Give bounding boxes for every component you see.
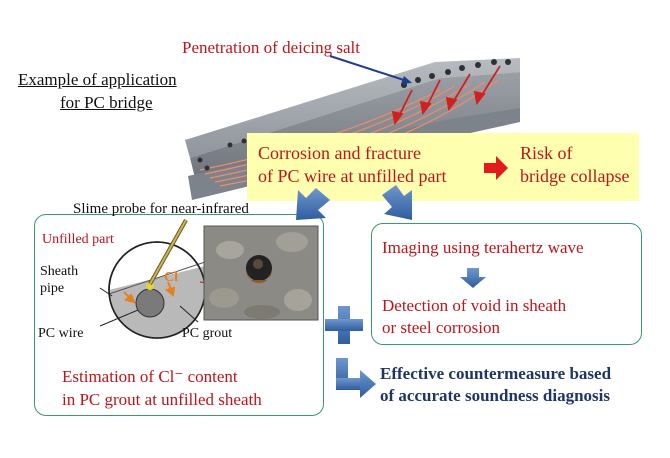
detection-line-1: Detection of void in sheath [382, 296, 567, 315]
unfilled-part-label: Unfilled part [42, 232, 114, 247]
corrosion-line-2: of PC wire at unfilled part [258, 166, 447, 186]
imaging-label: Imaging using terahertz wave [382, 238, 584, 257]
salt-arrows [391, 65, 501, 126]
specimen-photo [203, 225, 319, 321]
salt-leader-head [401, 76, 412, 84]
title-line-2: for PC bridge [60, 93, 153, 112]
title-line-1: Example of application [18, 70, 177, 89]
sheath-cross-section [108, 219, 206, 339]
sheath-label-2: pipe [40, 281, 65, 296]
result-arrow-icon [336, 358, 376, 398]
estimation-line-1: Estimation of Cl⁻ content [62, 367, 238, 386]
estimation-line-2: in PC grout at unfilled sheath [62, 390, 262, 409]
corrosion-highlight-box [247, 133, 639, 201]
probe-label: Slime probe for near-infrared [73, 201, 249, 217]
conclusion-line-2: of accurate soundness diagnosis [380, 386, 611, 405]
pc-grout-label: PC grout [182, 326, 233, 341]
terahertz-imaging-panel [371, 223, 642, 345]
risk-arrow-icon [484, 156, 508, 180]
plus-icon [325, 306, 363, 344]
detection-line-2: or steel corrosion [382, 318, 501, 337]
corrosion-line-1: Corrosion and fracture [258, 143, 421, 163]
pc-wire-label: PC wire [38, 326, 84, 341]
risk-line-1: Risk of [520, 143, 573, 163]
cl-label: Cl [164, 270, 178, 285]
down-arrow-icon [460, 268, 486, 288]
down-left-arrow-icon [296, 188, 330, 220]
chloride-estimation-panel [34, 214, 324, 416]
salt-leader-line [329, 55, 411, 83]
sheath-label-1: Sheath [40, 264, 79, 279]
risk-line-2: bridge collapse [520, 166, 630, 186]
salt-penetration-label: Penetration of deicing salt [182, 38, 360, 57]
down-right-arrow-icon [382, 185, 412, 220]
girder-top-flange [185, 58, 520, 158]
conclusion-line-1: Effective countermeasure based [380, 364, 612, 383]
